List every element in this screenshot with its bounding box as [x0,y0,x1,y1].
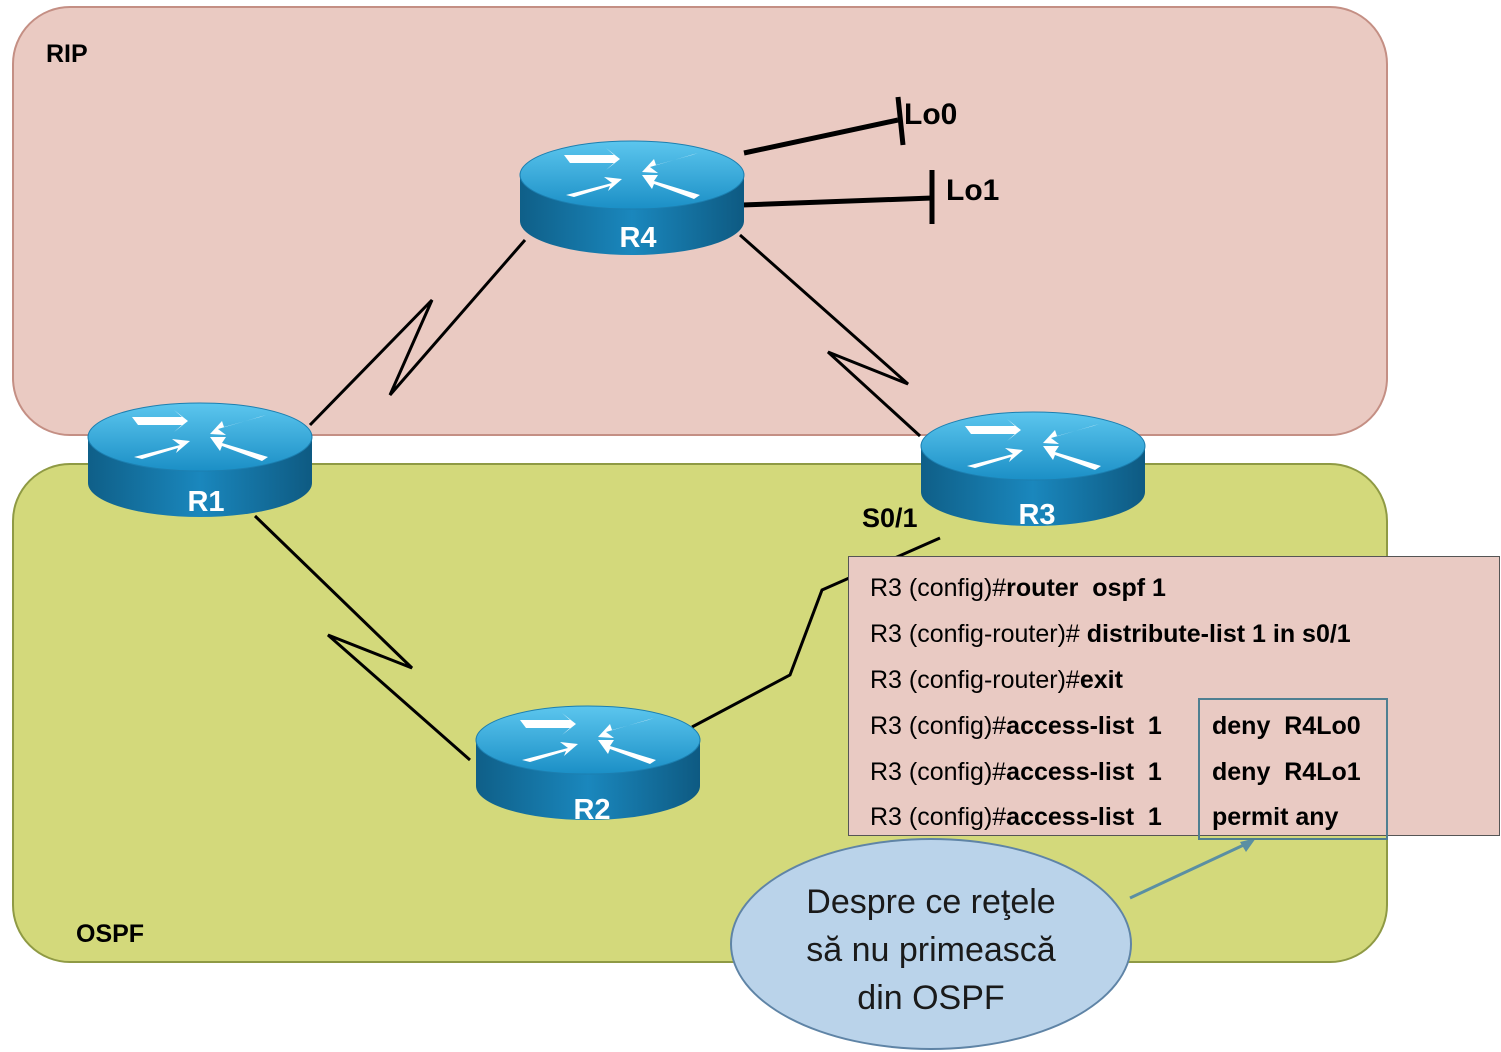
link-r1-r4 [308,239,527,427]
router-r3[interactable]: R3 [920,411,1146,531]
router-r1[interactable]: R1 [87,402,313,518]
acl-action: deny R4Lo1 [1212,758,1361,786]
config-line: R3 (config-router)#exit [870,666,1123,695]
config-line: R3 (config-router)# distribute-list 1 in… [870,620,1351,649]
ospf-zone-label: OSPF [76,920,145,948]
callout-pointer [1129,841,1249,900]
command: access-list 1 [1006,712,1162,740]
config-line: R3 (config)#access-list 1 [870,712,1162,741]
link-r1-r2 [253,514,471,762]
lo0-terminator [895,96,906,146]
acl-action-highlight [1198,698,1388,840]
config-line: R3 (config)#access-list 1 [870,758,1162,787]
prompt: R3 (config)# [870,574,1007,602]
command: exit [1079,666,1123,694]
lo1-label: Lo1 [946,174,999,207]
router-r3-label: R3 [1018,499,1055,531]
prompt: R3 (config-router)# [870,666,1080,694]
acl-action: permit any [1212,803,1339,831]
config-line: R3 (config)#access-list 1 [870,803,1162,832]
router-r2[interactable]: R2 [475,705,701,826]
lo0-link [743,117,899,156]
router-r1-label: R1 [187,486,224,518]
acl-action: deny R4Lo0 [1212,712,1361,740]
router-r2-label: R2 [573,794,610,826]
prompt: R3 (config)# [870,712,1007,740]
lo1-link [741,195,933,208]
router-r4[interactable]: R4 [519,140,745,256]
command: access-list 1 [1006,758,1162,786]
callout-text: Despre ce reţele să nu primească din OSP… [806,883,1056,1017]
config-line: R3 (config)#router ospf 1 [870,574,1166,603]
lo0-label: Lo0 [904,98,957,131]
callout-bubble: Despre ce reţele să nu primească din OSP… [730,838,1132,1050]
config-box: R3 (config)#router ospf 1 R3 (config-rou… [848,556,1500,840]
prompt: R3 (config)# [870,803,1007,831]
command: router ospf 1 [1006,574,1166,602]
prompt: R3 (config-router)# [870,620,1087,648]
link-r4-r3 [739,233,922,438]
prompt: R3 (config)# [870,758,1007,786]
router-r4-label: R4 [619,222,656,254]
rip-zone-label: RIP [46,40,88,68]
command: access-list 1 [1006,803,1162,831]
interface-label: S0/1 [862,503,918,533]
callout-arrowhead [1240,838,1256,852]
command: distribute-list 1 in s0/1 [1086,620,1351,648]
